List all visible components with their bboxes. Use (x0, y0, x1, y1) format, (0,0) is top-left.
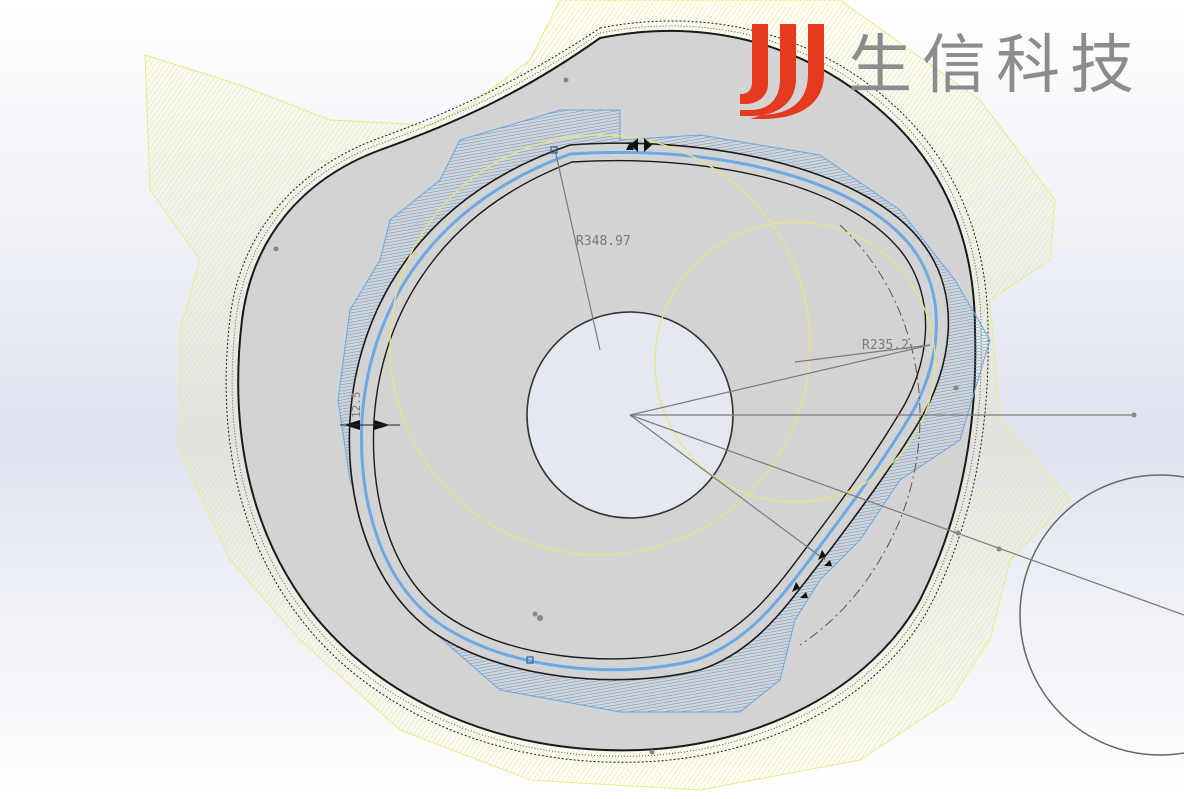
construction-circle-large[interactable] (389, 134, 811, 556)
centerline-arc (799, 224, 921, 646)
sketch-points[interactable] (273, 77, 1137, 755)
dimension-thickness[interactable]: 12.5 (350, 392, 363, 419)
construction-lines (554, 149, 1184, 616)
dimension-r348[interactable]: R348.97 (576, 234, 631, 249)
dimension-r235[interactable]: R235.2 (862, 338, 909, 353)
construction-circle-small[interactable] (654, 221, 936, 503)
reference-circle[interactable] (1019, 474, 1184, 756)
stripes-logo-icon (740, 24, 824, 119)
watermark-text: 生信科技 (848, 29, 1144, 103)
